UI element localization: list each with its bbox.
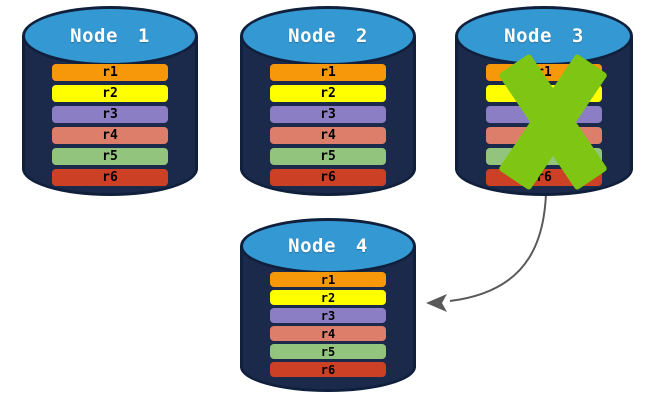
- db-node-node-2: Node 2 r1 r2 r3 r4 r5 r6: [240, 6, 416, 196]
- cylinder-top: Node 3: [455, 6, 633, 66]
- row-r1: r1: [270, 272, 386, 287]
- db-node-node-1: Node 1 r1 r2 r3 r4 r5 r6: [22, 6, 198, 196]
- cylinder-top: Node 2: [240, 6, 416, 66]
- db-node-node-4: Node 4 r1 r2 r3 r4 r5 r6: [240, 218, 416, 392]
- row-r1: r1: [270, 64, 386, 81]
- node-label: Node 2: [288, 25, 368, 47]
- cylinder-top: Node 1: [22, 6, 198, 66]
- row-r3: r3: [270, 106, 386, 123]
- row-r3: r3: [270, 308, 386, 323]
- row-r6: r6: [270, 169, 386, 186]
- node-label: Node 3: [504, 25, 584, 47]
- row-r4: r4: [270, 127, 386, 144]
- row-list: r1 r2 r3 r4 r5 r6: [270, 272, 386, 377]
- row-list: r1 r2 r3 r4 r5 r6: [52, 64, 168, 186]
- row-r4: r4: [52, 127, 168, 144]
- row-r6: r6: [270, 362, 386, 377]
- arrow-head-icon: [426, 294, 447, 312]
- row-r2: r2: [52, 85, 168, 102]
- row-r4: r4: [270, 326, 386, 341]
- row-r5: r5: [52, 148, 168, 165]
- cylinder-top: Node 4: [240, 218, 416, 274]
- row-r3: r3: [52, 106, 168, 123]
- row-r2: r2: [270, 290, 386, 305]
- row-r6: r6: [52, 169, 168, 186]
- row-r1: r1: [52, 64, 168, 81]
- row-r5: r5: [270, 344, 386, 359]
- row-r2: r2: [270, 85, 386, 102]
- node-label: Node 1: [70, 25, 150, 47]
- node-label: Node 4: [288, 235, 368, 257]
- row-r5: r5: [270, 148, 386, 165]
- row-list: r1 r2 r3 r4 r5 r6: [270, 64, 386, 186]
